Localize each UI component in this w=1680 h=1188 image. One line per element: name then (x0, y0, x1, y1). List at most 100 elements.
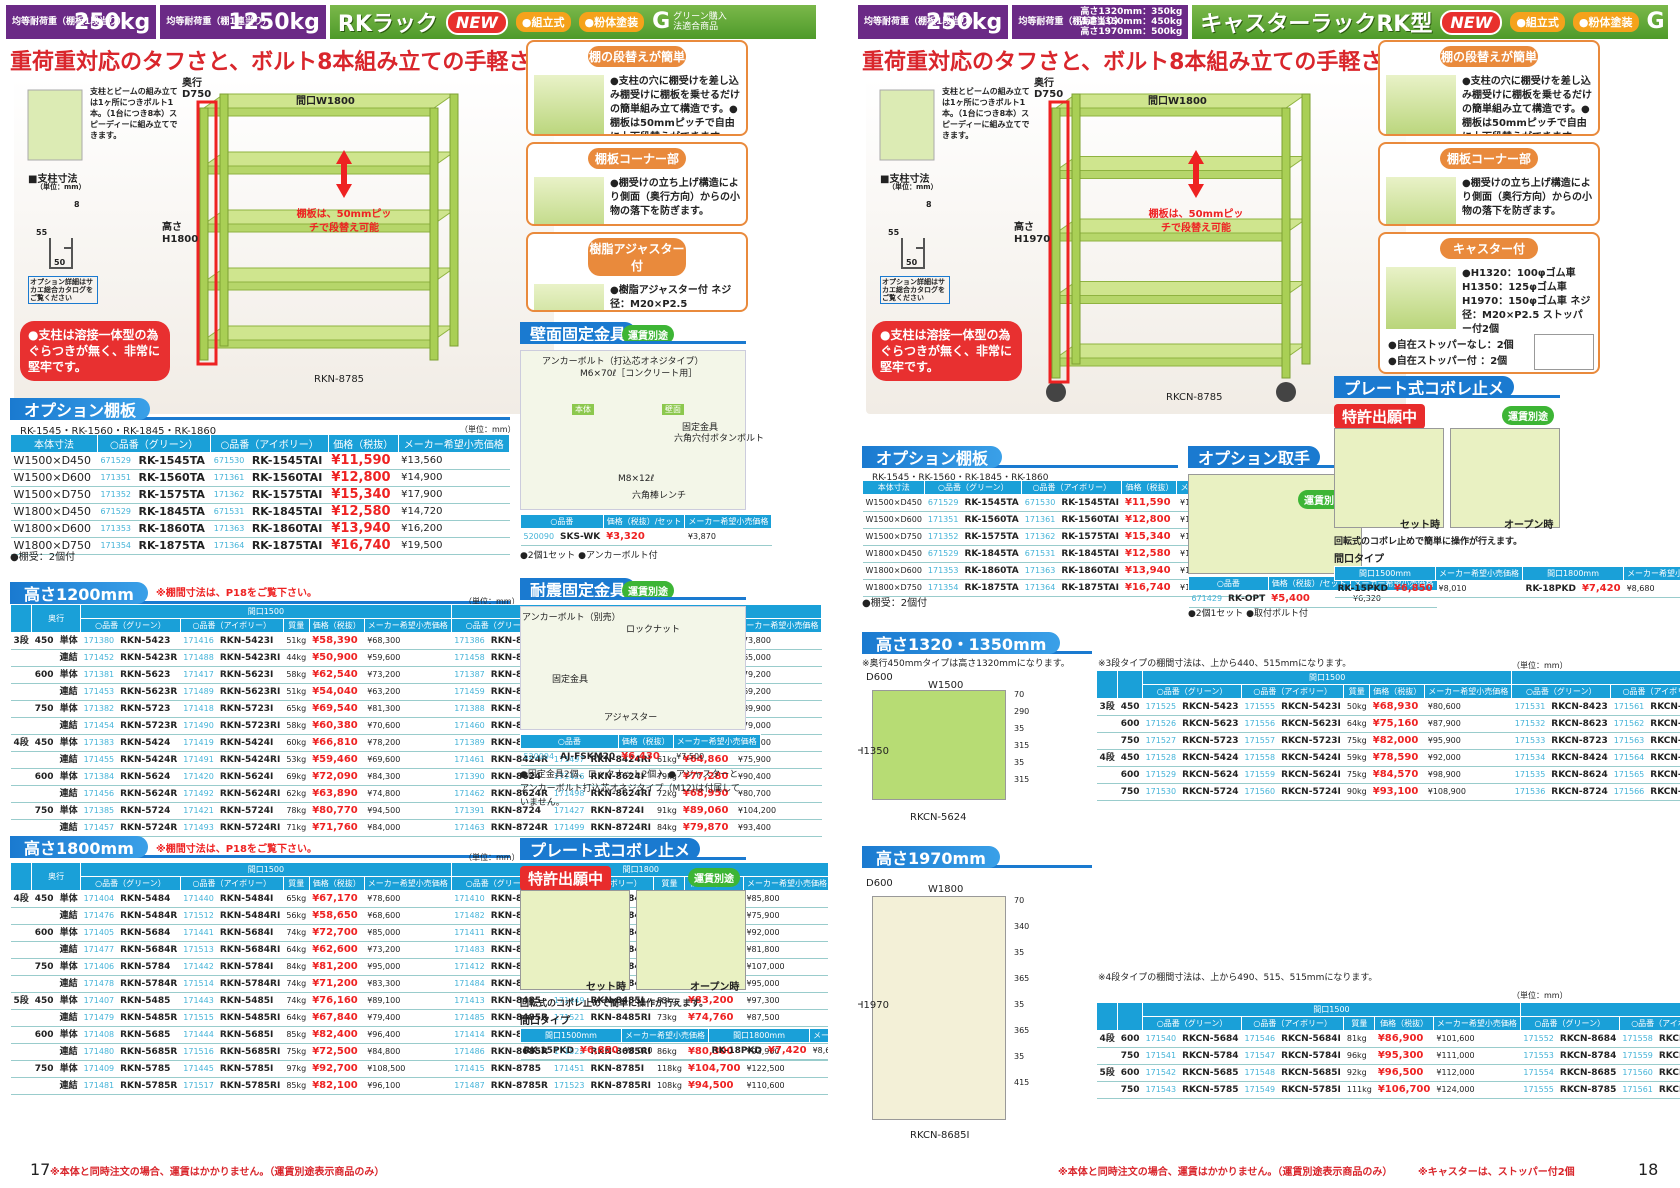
table-cell: 56kg (283, 907, 310, 925)
table-cell: ¥81,200 (309, 958, 365, 976)
joint-note: 支柱とビームの組み立ては1ヶ所につきボルト1本。（1台につき8本）スピーディーに… (90, 87, 178, 140)
dim-value: 35 (1014, 1000, 1025, 1009)
table-cell: ¥7,500 (673, 748, 761, 766)
table-cell: 171491 (180, 751, 217, 769)
table-cell: RK-1575TAI (248, 486, 329, 504)
table-cell: 600 (1117, 1064, 1143, 1082)
table-cell: RKCN-8424 (1548, 749, 1611, 767)
option-note: オプション詳細はサカエ総合カタログをご覧ください (28, 276, 98, 304)
table-cell: 単体 (56, 890, 81, 908)
table-cell: 671530 (210, 452, 249, 470)
headline: 重荷重対応のタフさと、ボルト8本組み立ての手軽さを両立！ (10, 50, 619, 75)
table-header: ○品番 (1188, 576, 1269, 591)
green-g-icon: G (1646, 9, 1665, 34)
table-header: 本体寸法 (861, 480, 926, 495)
table-cell: RK-1545TAI (1058, 494, 1122, 512)
table-cell: 750 (31, 802, 57, 820)
badge-line: 高さ1320mm：350kg (1080, 7, 1183, 17)
table-subheader: 質量 (282, 618, 310, 633)
table-cell: 171499 (550, 819, 588, 837)
table-cell: 171484 (451, 975, 488, 993)
header-blank (1095, 1002, 1119, 1031)
table-cell: ¥94,500 (684, 1077, 744, 1095)
table-cell: ¥73,200 (364, 941, 452, 959)
col-maker: メーカー希望小売価格 (1435, 566, 1524, 581)
table-cell: 171547 (1241, 1047, 1279, 1065)
side-box-text: ●支柱の穴に棚受けを差し込み棚受けに棚板を乗せるだけの簡単組み立て構造です。●棚… (610, 76, 740, 134)
table-cell: RKN-5785I (216, 1060, 284, 1078)
table-cell: ¥101,600 (1433, 1030, 1521, 1048)
table-cell: 53kg (283, 751, 310, 769)
table-cell: 171383 (80, 734, 118, 752)
model-label: RKCN-5624 (910, 812, 967, 823)
table-cell: ¥75,160 (1369, 715, 1425, 733)
dim-55: 55 (888, 228, 900, 237)
col-maker: メーカー希望小売価格 (621, 1028, 710, 1043)
table-cell (31, 1043, 57, 1061)
table-cell: RKN-8624RI (587, 785, 654, 803)
table-cell: 51kg (283, 632, 310, 650)
table-cell: RKCN-8724I (1647, 783, 1680, 801)
table-cell: 171420 (180, 768, 217, 786)
table-subheader: ○品番（アイボリー） (1610, 684, 1680, 699)
table-cell: 64kg (1343, 715, 1370, 733)
table-cell: RKN-5684RI (216, 941, 284, 959)
model-label: RKCN-8685I (910, 1130, 970, 1141)
table-cell: 171489 (180, 683, 217, 701)
table-cell: 450 (31, 734, 57, 752)
table-cell: ¥68,600 (364, 907, 452, 925)
table-cell: 171560 (1619, 1064, 1656, 1082)
section-title: 高さ1800mm (10, 836, 148, 858)
table-cell: ¥83,300 (364, 975, 452, 993)
table-cell: 連結 (56, 1009, 81, 1027)
table-subheader-row: ○品番（グリーン）○品番（アイボリー）質量価格（税抜）メーカー希望小売価格○品番… (1097, 1016, 1680, 1031)
wall-label-wrench: 六角棒レンチ (632, 491, 687, 501)
table-cell: 171364 (1021, 579, 1059, 597)
side-box-s1: 棚の段替えが簡単●支柱の穴に棚受けを差し込み棚受けに棚板を乗せるだけの簡単組み立… (526, 40, 748, 136)
table-cell: RKCN-5723I (1278, 732, 1344, 750)
table-cell: 単体 (56, 1060, 81, 1078)
table-header: メーカー希望小売価格 (397, 434, 511, 453)
side-box-s3: 樹脂アジャスター付●樹脂アジャスター付 ネジ径：M20×P2.5 (526, 232, 748, 312)
table-cell: 96kg (1343, 1047, 1375, 1065)
dim-value: 35 (1014, 758, 1025, 767)
table-subheader: ○品番（グリーン） (1142, 1016, 1243, 1031)
table-cell: RKCN-8723 (1548, 732, 1611, 750)
table-cell: 84kg (653, 819, 680, 837)
table-cell: RKCN-8784 (1556, 1047, 1620, 1065)
table-cell: RKN-5724 (117, 802, 181, 820)
table-cell: 171553 (1520, 1047, 1557, 1065)
table-cell: 単体 (56, 632, 81, 650)
table-cell: RKN-5423R (117, 649, 181, 667)
table-cell: 171555 (1241, 698, 1279, 716)
table-cell: RK-1875TAI (1058, 579, 1122, 597)
section-title: 高さ1970mm (862, 846, 1000, 868)
table-cell (10, 802, 32, 820)
table-cell: ¥108,500 (364, 1060, 452, 1078)
table-cell: 171460 (451, 717, 488, 735)
table-cell: 171389 (451, 734, 488, 752)
table-cell: RKCN-8623 (1548, 715, 1611, 733)
table-cell: 171364 (210, 537, 249, 555)
table-cell: ¥5,400 (1268, 590, 1350, 608)
table-cell: ¥71,760 (309, 819, 365, 837)
table-subheader: ○品番（アイボリー） (1618, 1016, 1680, 1031)
table-cell: ¥90,400 (734, 768, 822, 786)
table-cell: 171351 (97, 469, 136, 487)
table-cell: 171564 (1610, 749, 1648, 767)
table-cell: 450 (31, 890, 57, 908)
table-cell: RKCN-5723 (1179, 732, 1242, 750)
table-subheader: ○品番（アイボリー） (1241, 684, 1345, 699)
table-cell: 171513 (180, 941, 217, 959)
shelf-beam (1055, 357, 1287, 367)
table-cell: RKN-5724RI (216, 819, 284, 837)
plate-type: 間口タイプ (1334, 554, 1384, 565)
table-cell: 450 (31, 632, 57, 650)
table-cell: 171483 (451, 941, 488, 959)
table-cell: 600 (31, 666, 57, 684)
dim-h: H1970 (858, 1000, 889, 1011)
